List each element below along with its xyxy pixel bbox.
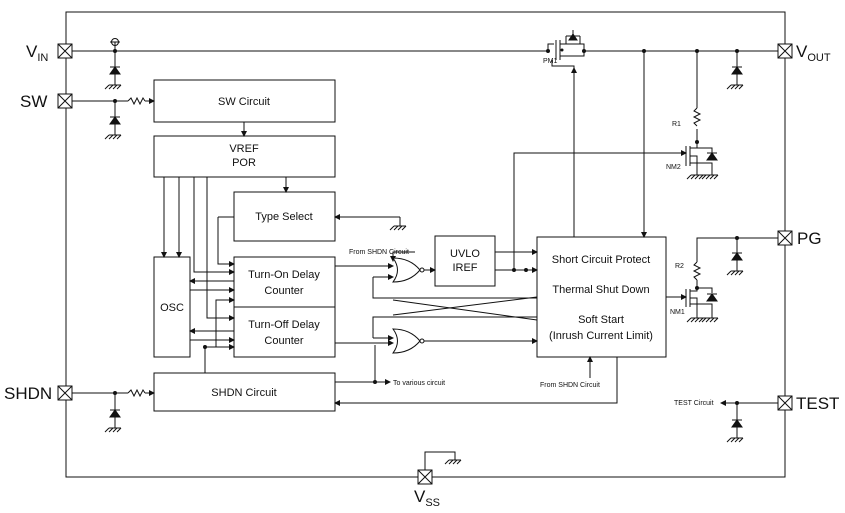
pin-vout-label: VOUT [796, 42, 831, 64]
pg-network: R2 [675, 236, 778, 290]
vout-network: R1 [641, 49, 744, 238]
svg-text:OSC: OSC [160, 302, 184, 314]
type-select-block: Type Select [233, 191, 336, 242]
turn-on-delay-block: Turn-On Delay Counter [233, 256, 336, 308]
svg-text:Soft Start: Soft Start [578, 314, 624, 326]
sw-input [72, 96, 155, 140]
sw-circuit-block: SW Circuit [153, 79, 336, 123]
r1-label: R1 [672, 121, 681, 128]
vin-rail [72, 38, 778, 90]
svg-text:Thermal Shut Down: Thermal Shut Down [552, 284, 649, 296]
svg-text:Counter: Counter [264, 285, 303, 297]
vss-network [424, 451, 462, 470]
pin-pg-label: PG [797, 229, 822, 248]
pin-test: TEST [777, 394, 839, 413]
pin-shdn-label: SHDN [4, 384, 52, 403]
pm1-label: PM1 [543, 58, 558, 65]
from-shdn-label-1: From SHDN Circuit [349, 249, 409, 256]
pin-pg: PG [777, 229, 822, 248]
to-various-label: To various circuit [393, 380, 445, 387]
svg-text:UVLO: UVLO [450, 248, 480, 260]
pin-vss: VSS [414, 469, 440, 509]
pin-shdn: SHDN [4, 384, 73, 403]
pm1-transistor: PM1 [543, 30, 597, 76]
internal-wiring [161, 67, 687, 406]
from-shdn-label-2: From SHDN Circuit [540, 382, 600, 389]
shdn-circuit-block: SHDN Circuit [153, 372, 336, 412]
nm2-label: NM2 [666, 164, 681, 171]
pin-vin: VIN [26, 42, 73, 64]
svg-text:(Inrush Current Limit): (Inrush Current Limit) [549, 330, 653, 342]
nm2-transistor: NM2 [666, 140, 719, 180]
vref-por-block: VREF POR [153, 135, 336, 178]
nm1-label: NM1 [670, 309, 685, 316]
svg-text:POR: POR [232, 157, 256, 169]
pin-vin-label: VIN [26, 42, 48, 64]
svg-text:SHDN Circuit: SHDN Circuit [211, 387, 276, 399]
turn-off-delay-block: Turn-Off Delay Counter [233, 306, 336, 358]
uvlo-iref-block: UVLO IREF [434, 235, 496, 287]
svg-text:VREF: VREF [229, 143, 259, 155]
protect-block: Short Circuit Protect Thermal Shut Down … [536, 236, 667, 358]
pin-sw: SW [20, 92, 73, 111]
nm1-transistor: NM1 [670, 287, 719, 323]
svg-text:Type Select: Type Select [255, 211, 312, 223]
shdn-input [72, 388, 155, 433]
osc-block: OSC [153, 256, 191, 358]
pin-sw-label: SW [20, 92, 47, 111]
test-network: TEST Circuit [674, 400, 778, 443]
pin-test-label: TEST [796, 394, 839, 413]
test-circuit-label: TEST Circuit [674, 400, 714, 407]
nor-gate-top [392, 257, 425, 283]
r2-label: R2 [675, 263, 684, 270]
svg-text:Short Circuit Protect: Short Circuit Protect [552, 254, 650, 266]
svg-text:SW Circuit: SW Circuit [218, 96, 270, 108]
svg-text:Counter: Counter [264, 335, 303, 347]
svg-text:Turn-On Delay: Turn-On Delay [248, 269, 320, 281]
svg-text:Turn-Off Delay: Turn-Off Delay [248, 319, 320, 331]
pin-vout: VOUT [777, 42, 831, 64]
svg-text:IREF: IREF [452, 262, 477, 274]
pin-vss-label: VSS [414, 487, 440, 509]
nor-gate-bottom [392, 328, 425, 354]
